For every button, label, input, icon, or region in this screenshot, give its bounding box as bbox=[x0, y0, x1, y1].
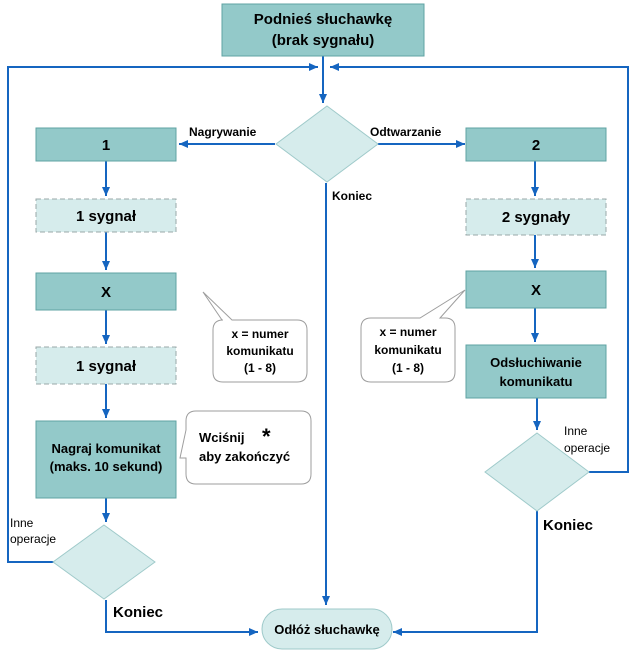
box-listen: Odsłuchiwanie komunikatu bbox=[465, 344, 607, 399]
connectors bbox=[7, 56, 629, 636]
box-right-signal-label: 2 sygnały bbox=[502, 209, 571, 226]
decision-diamond-top bbox=[275, 105, 379, 183]
label-koniec-right: Koniec bbox=[543, 517, 593, 534]
box-listen-line1: Odsłuchiwanie bbox=[490, 355, 582, 370]
callout-right-line2: komunikatu bbox=[374, 343, 441, 357]
box-left-signal2: 1 sygnał bbox=[35, 346, 177, 385]
callout-right-x: x = numer komunikatu (1 - 8) bbox=[360, 289, 466, 383]
box-left-signal1-label: 1 sygnał bbox=[76, 208, 137, 225]
label-inne-left-1: Inne bbox=[10, 516, 34, 530]
callout-press-line2: aby zakończyć bbox=[199, 449, 290, 464]
decision-diamond-left bbox=[52, 524, 156, 600]
callout-left-line1: x = numer bbox=[231, 327, 288, 341]
end-terminal-label: Odłóż słuchawkę bbox=[274, 622, 379, 637]
box-right-2-label: 2 bbox=[532, 137, 540, 154]
callout-press-line1: Wciśnij bbox=[199, 430, 245, 445]
box-left-signal1: 1 sygnał bbox=[35, 198, 177, 233]
callout-left-x: x = numer komunikatu (1 - 8) bbox=[202, 291, 308, 383]
box-right-x-label: X bbox=[531, 282, 541, 299]
callout-press-star-symbol: * bbox=[262, 424, 271, 449]
callout-left-line2: komunikatu bbox=[226, 344, 293, 358]
box-right-signal: 2 sygnały bbox=[465, 198, 607, 236]
box-record-line1: Nagraj komunikat bbox=[51, 441, 161, 456]
start-label-line1: Podnieś słuchawkę bbox=[254, 11, 392, 28]
arrow-left-end bbox=[105, 600, 258, 636]
label-koniec-center: Koniec bbox=[332, 189, 372, 203]
box-left-x-label: X bbox=[101, 284, 111, 301]
label-inne-right-2: operacje bbox=[564, 441, 610, 455]
loop-left-other-ops bbox=[7, 63, 318, 563]
box-record: Nagraj komunikat (maks. 10 sekund) bbox=[35, 420, 177, 499]
box-record-line2: (maks. 10 sekund) bbox=[50, 459, 163, 474]
box-left-x: X bbox=[35, 272, 177, 311]
start-box: Podnieś słuchawkę (brak sygnału) bbox=[221, 3, 425, 57]
callout-right-line1: x = numer bbox=[379, 325, 436, 339]
label-odtwarzanie: Odtwarzanie bbox=[370, 125, 442, 139]
label-koniec-left: Koniec bbox=[113, 604, 163, 621]
box-left-1-label: 1 bbox=[102, 137, 110, 154]
box-right-2: 2 bbox=[465, 127, 607, 162]
box-listen-line2: komunikatu bbox=[500, 374, 573, 389]
box-left-signal2-label: 1 sygnał bbox=[76, 358, 137, 375]
callout-left-line3: (1 - 8) bbox=[244, 361, 276, 375]
decision-diamond-right bbox=[484, 432, 590, 512]
label-inne-right-1: Inne bbox=[564, 424, 588, 438]
box-right-x: X bbox=[465, 270, 607, 309]
arrow-right-end bbox=[393, 510, 538, 636]
label-inne-left-2: operacje bbox=[10, 532, 56, 546]
start-label-line2: (brak sygnału) bbox=[272, 32, 375, 49]
box-left-1: 1 bbox=[35, 127, 177, 162]
loop-right-other-ops bbox=[330, 63, 629, 473]
end-terminal: Odłóż słuchawkę bbox=[261, 608, 393, 650]
callout-right-line3: (1 - 8) bbox=[392, 361, 424, 375]
callout-press-star: Wciśnij * aby zakończyć bbox=[179, 410, 312, 485]
label-nagrywanie: Nagrywanie bbox=[189, 125, 257, 139]
